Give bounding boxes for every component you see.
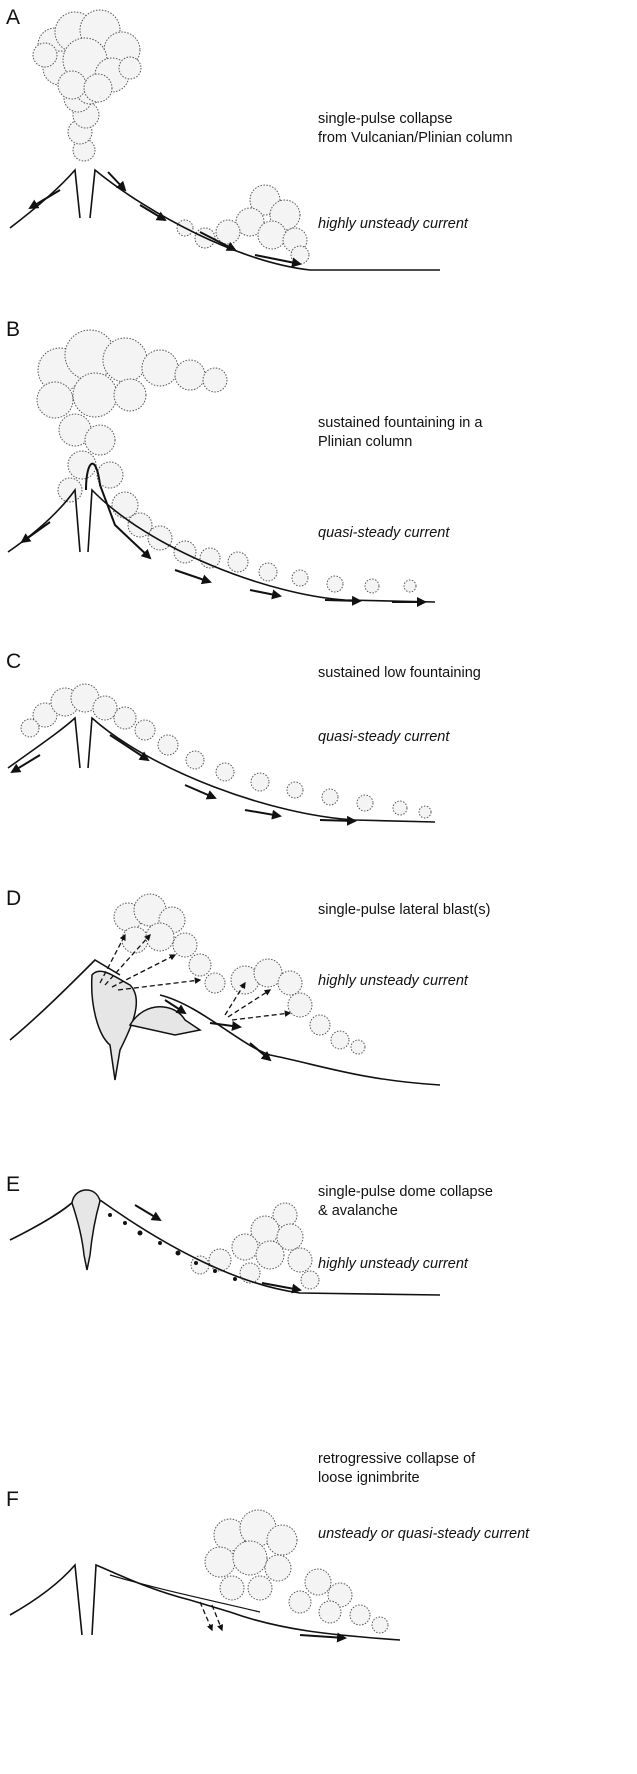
collapse-current xyxy=(112,492,416,593)
eruption-column xyxy=(37,330,227,502)
diagram-c xyxy=(0,620,637,865)
diagram-f xyxy=(0,1440,637,1774)
panel-a: A single-pulse collapse from Vulcanian/P… xyxy=(0,0,637,290)
ash-cloud xyxy=(191,1203,319,1289)
flow-arrows xyxy=(12,735,355,821)
ground-surface xyxy=(10,170,440,270)
diagram-b xyxy=(0,290,637,620)
diagram-a xyxy=(0,0,637,290)
low-fountain xyxy=(21,684,431,818)
ground-surface xyxy=(10,1200,440,1295)
ash-cloud xyxy=(205,1510,388,1633)
ground-surface xyxy=(10,960,440,1085)
eruption-column xyxy=(33,10,141,161)
slide-block xyxy=(130,1007,200,1035)
panel-e: E single-pulse dome collapse & avalanche… xyxy=(0,1155,637,1440)
panel-d: D single-pulse lateral blast(s) highly u… xyxy=(0,865,637,1155)
diagram-e xyxy=(0,1155,637,1440)
panel-b: B sustained fountaining in a Plinian col… xyxy=(0,290,637,620)
lava-dome xyxy=(72,1190,100,1270)
ash-cloud xyxy=(177,185,309,264)
panel-c: C sustained low fountaining quasi-steady… xyxy=(0,620,637,865)
panel-f: F retrogressive collapse of loose ignimb… xyxy=(0,1440,637,1774)
flow-arrows xyxy=(22,464,425,602)
diagram-d xyxy=(0,865,637,1155)
